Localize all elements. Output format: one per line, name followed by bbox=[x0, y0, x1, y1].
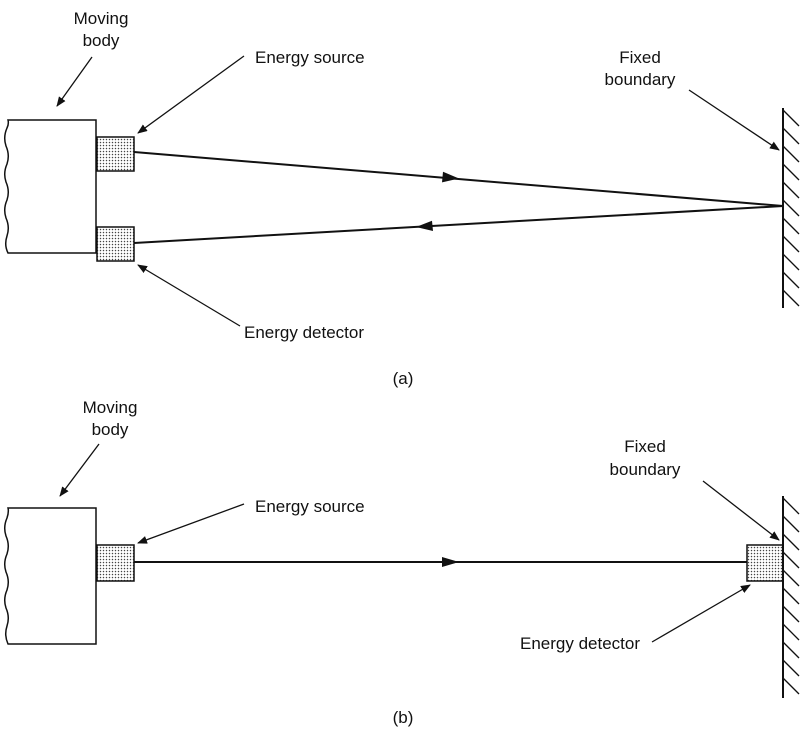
diagram-b: Moving body Energy source Fixed boundary… bbox=[3, 398, 800, 727]
fixed-boundary-label-b-line1: Fixed bbox=[624, 437, 666, 456]
energy-detector-box-b bbox=[746, 544, 784, 582]
fixed-boundary-wall-b bbox=[782, 496, 800, 698]
fixed-boundary-label-a-line2: boundary bbox=[605, 70, 676, 89]
moving-body-block-a bbox=[3, 119, 97, 254]
moving-body-label-a-line1: Moving bbox=[74, 9, 129, 28]
energy-detector-leader-a bbox=[137, 264, 241, 327]
moving-body-leader-b bbox=[59, 443, 100, 497]
returning-beam-a bbox=[133, 205, 784, 244]
energy-detector-label-a: Energy detector bbox=[244, 323, 364, 342]
outgoing-beam-arrow-a bbox=[442, 171, 459, 183]
fixed-boundary-leader-b bbox=[702, 480, 780, 541]
fixed-boundary-label-a-line1: Fixed bbox=[619, 48, 661, 67]
outgoing-beam-a bbox=[133, 151, 784, 207]
fixed-boundary-wall-a bbox=[782, 108, 800, 308]
caption-b: (b) bbox=[393, 708, 414, 727]
diagram-a: Moving body Energy source Energy detecto… bbox=[3, 9, 800, 388]
moving-body-leader-a bbox=[56, 56, 93, 107]
energy-source-box-b bbox=[96, 544, 135, 582]
energy-source-leader-a bbox=[137, 55, 245, 134]
moving-body-label-a-line2: body bbox=[83, 31, 120, 50]
energy-source-box-a bbox=[96, 136, 135, 172]
energy-detector-box-a bbox=[96, 226, 135, 262]
fixed-boundary-label-b-line2: boundary bbox=[610, 460, 681, 479]
energy-source-label-a: Energy source bbox=[255, 48, 365, 67]
moving-body-block-b bbox=[3, 507, 97, 645]
moving-body-label-b-line1: Moving bbox=[83, 398, 138, 417]
energy-detector-leader-b bbox=[651, 584, 751, 643]
moving-body-label-b-line2: body bbox=[92, 420, 129, 439]
caption-a: (a) bbox=[393, 369, 414, 388]
energy-source-leader-b bbox=[137, 503, 245, 544]
beam-arrow-b bbox=[442, 557, 459, 567]
energy-detector-label-b: Energy detector bbox=[520, 634, 640, 653]
energy-source-label-b: Energy source bbox=[255, 497, 365, 516]
returning-beam-arrow-a bbox=[416, 220, 433, 231]
fixed-boundary-leader-a bbox=[688, 89, 780, 151]
